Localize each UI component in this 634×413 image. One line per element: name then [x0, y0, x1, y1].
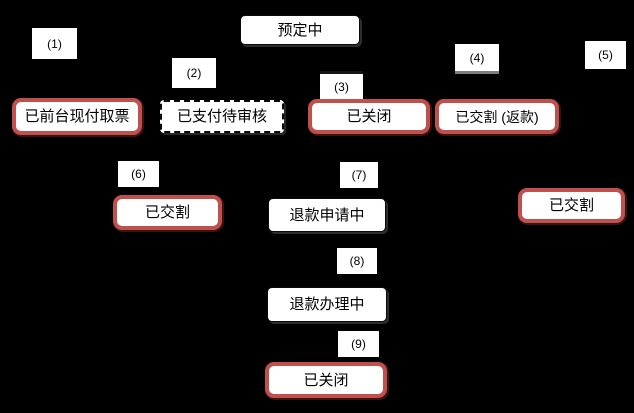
node-delivered-right: 已交割 [518, 188, 625, 223]
node-delivered-left: 已交割 [113, 195, 222, 230]
step-label-8: (8) [337, 248, 377, 274]
node-booking: 预定中 [240, 15, 360, 45]
step-label-9: (9) [338, 331, 379, 357]
node-closed-top: 已关闭 [308, 99, 430, 134]
step-label-4: (4) [455, 44, 499, 74]
step-label-1: (1) [32, 28, 77, 59]
node-closed-bottom: 已关闭 [265, 362, 387, 398]
step-label-3: (3) [320, 71, 363, 100]
step-label-6: (6) [118, 161, 159, 187]
step-label-2: (2) [172, 58, 216, 88]
node-refund-processing: 退款办理中 [267, 287, 387, 322]
node-front-desk-ticket: 已前台现付取票 [12, 98, 142, 135]
node-refund-requesting: 退款申请中 [268, 198, 386, 232]
node-delivered-refund: 已交割 (返款) [435, 99, 559, 134]
step-label-5: (5) [585, 41, 626, 69]
node-paid-pending-review: 已支付待审核 [160, 100, 284, 133]
step-label-7: (7) [340, 162, 378, 188]
